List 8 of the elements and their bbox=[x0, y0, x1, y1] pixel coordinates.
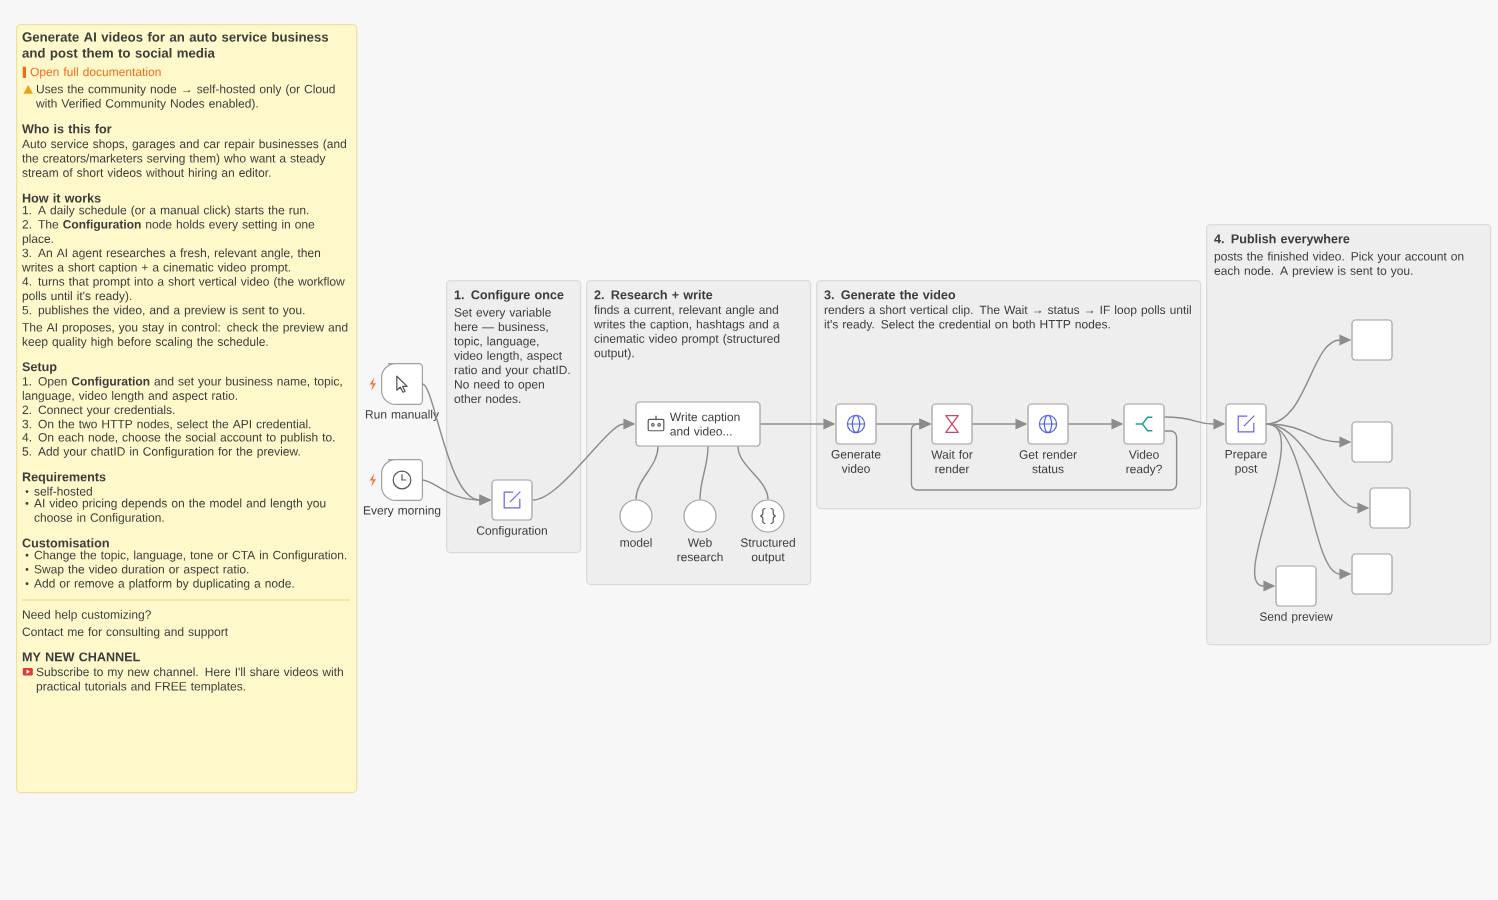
node-box bbox=[1351, 319, 1393, 361]
connector bbox=[737, 445, 769, 501]
connector bbox=[910, 418, 1178, 491]
node-box bbox=[1351, 421, 1393, 463]
node-box bbox=[1369, 487, 1411, 529]
connector bbox=[699, 445, 709, 501]
connector bbox=[635, 445, 659, 501]
node-box bbox=[1351, 553, 1393, 595]
